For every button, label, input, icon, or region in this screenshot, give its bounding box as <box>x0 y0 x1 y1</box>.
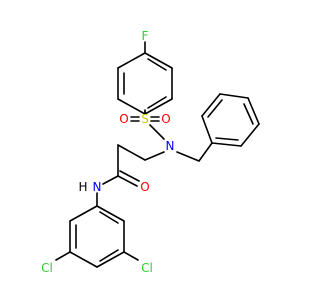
bond <box>176 151 200 162</box>
atom-hydrogen-amide: H <box>78 180 87 194</box>
atom-chlorine-left: Cl <box>41 261 53 275</box>
bond <box>99 211 119 224</box>
bond <box>69 251 98 268</box>
bond <box>99 249 119 262</box>
bond <box>247 97 260 125</box>
bond <box>201 93 221 117</box>
bond <box>243 103 254 125</box>
atom-oxygen-carbonyl: O <box>140 180 149 194</box>
bond <box>144 98 173 115</box>
bond <box>207 99 223 118</box>
bond <box>117 175 138 187</box>
atom-labels: F S O O N O H N Cl Cl <box>41 29 174 275</box>
bond <box>211 142 242 147</box>
bond <box>240 123 260 147</box>
bond <box>147 96 167 109</box>
bond <box>144 52 173 69</box>
bond <box>144 151 165 161</box>
molecule-diagram: F S O O N O H N Cl Cl <box>41 29 260 275</box>
bond <box>219 93 249 99</box>
bond <box>96 205 125 222</box>
atom-sulfur: S <box>141 112 149 126</box>
atom-chlorine-right: Cl <box>141 261 153 275</box>
atom-nitrogen-amide: N <box>93 180 102 194</box>
bond <box>215 137 239 141</box>
bond <box>96 251 125 268</box>
bond <box>147 58 167 71</box>
bond <box>119 170 140 182</box>
bonds <box>55 41 260 268</box>
bond <box>117 144 146 161</box>
bond <box>117 98 146 115</box>
bond <box>149 124 165 140</box>
bond <box>102 175 119 185</box>
atom-nitrogen-sulfonamide: N <box>166 139 175 153</box>
bond <box>198 142 213 162</box>
atom-oxygen-sulfonyl-right: O <box>161 112 170 126</box>
bond <box>117 52 146 69</box>
bond <box>201 115 213 144</box>
atom-fluorine: F <box>142 29 149 43</box>
bond <box>55 251 71 261</box>
bond <box>123 251 139 261</box>
bond <box>69 205 98 222</box>
atom-oxygen-sulfonyl-left: O <box>119 112 128 126</box>
